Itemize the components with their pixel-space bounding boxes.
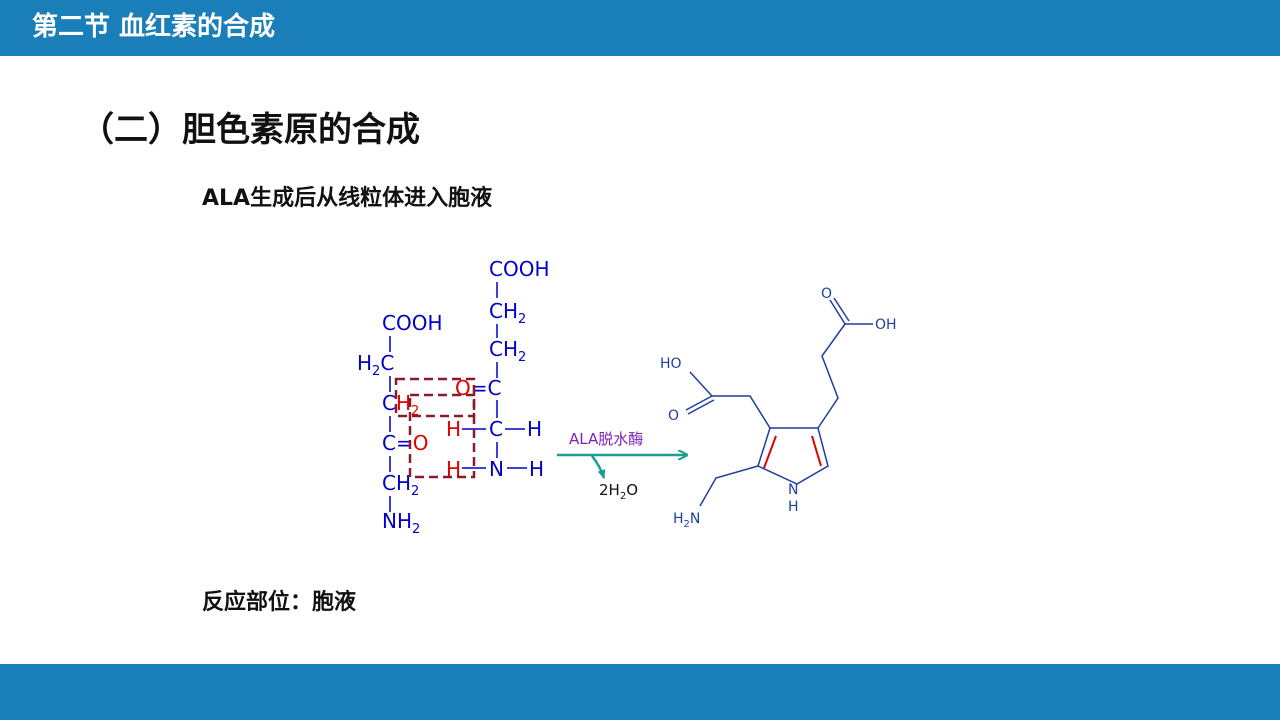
right-amine-h-right: H [529,457,544,481]
left-ala-molecule: COOH H2C CH2 C=O CH2 NH2 [357,311,443,537]
right-alpha-c: C [489,417,503,441]
right-ch2-upper-label: CH2 [489,299,526,327]
left-carbonyl-label: C=O [382,431,428,455]
right-cooh-label: COOH [489,257,550,281]
right-alpha-h-right: H [527,417,542,441]
water-byproduct-label: 2H2O [599,481,638,502]
right-amine-h-left: H [446,457,461,481]
right-ch2-lower-label: CH2 [489,337,526,365]
porphobilinogen-product [685,297,873,507]
product-h2n: H2N [673,511,700,530]
reaction-site-note: 反应部位：胞液 [202,590,357,615]
product-ho-left: HO [660,356,682,372]
header-bar: 第二节 血红素的合成 [0,0,1280,56]
product-ring-n: N [788,482,798,498]
dashed-box-upper [394,377,476,418]
right-amine-n: N [489,457,504,481]
reaction-arrow: ALA脱水酶 2H2O [557,430,686,502]
left-ch2-upper-label: CH2 [382,391,419,419]
left-cooh-label: COOH [382,311,443,335]
right-ala-molecule: COOH CH2 CH2 O=C H C H H N H [446,257,550,481]
left-nh2-label: NH2 [382,509,420,537]
product-o-top: O [821,286,832,302]
product-ring-nh: H [788,499,799,515]
product-labels: O OH HO O N H H2N [660,286,897,530]
section-title: 第二节 血红素的合成 [32,12,276,42]
dashed-box-lower [408,393,476,479]
right-alpha-h-left: H [446,417,461,441]
left-h2c-label: H2C [357,351,394,379]
footer-bar [0,664,1280,720]
right-carbonyl-label: O=C [455,376,501,400]
subtitle: ALA生成后从线粒体进入胞液 [202,186,493,211]
product-oh-right: OH [875,317,897,333]
left-ch2-lower-label: CH2 [382,471,419,499]
enzyme-label: ALA脱水酶 [569,430,643,448]
page-heading: （二）胆色素原的合成 [80,110,420,150]
product-o-left: O [668,408,679,424]
